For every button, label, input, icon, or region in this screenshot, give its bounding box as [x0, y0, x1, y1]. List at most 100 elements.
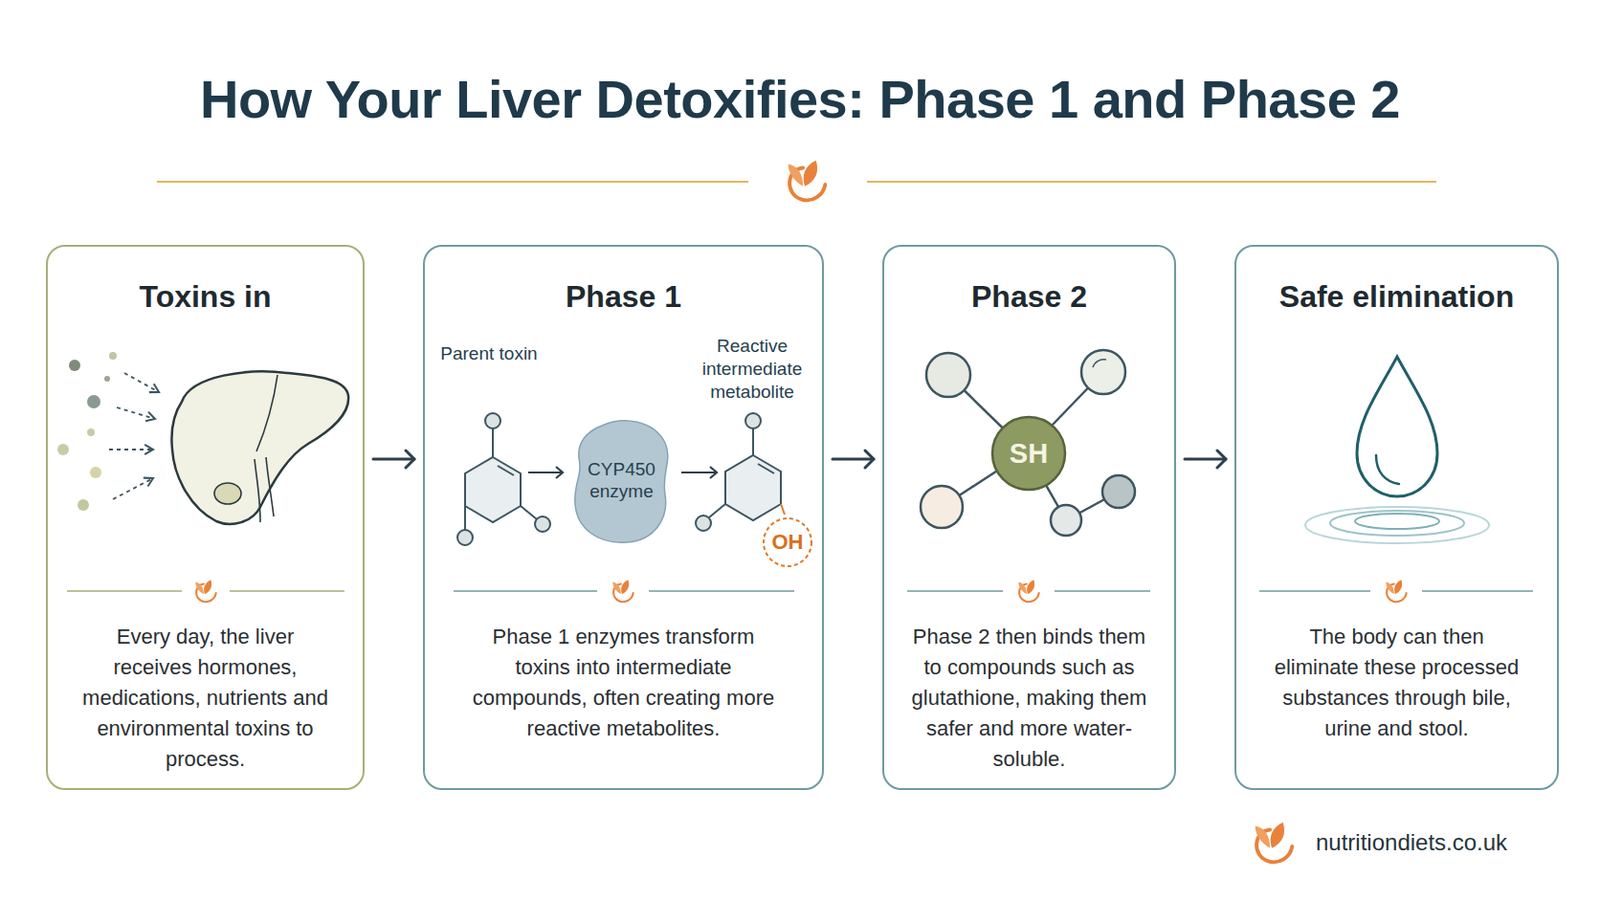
illustration-part — [485, 413, 501, 429]
illustration-part — [745, 413, 761, 429]
toxin-dots — [57, 352, 117, 512]
illustration-part — [1259, 590, 1371, 593]
box-body: The body can then eliminate these proces… — [1265, 622, 1529, 745]
flow-arrow — [373, 450, 415, 468]
shape-label: SH — [1009, 437, 1048, 471]
box-heading: Safe elimination — [1245, 277, 1548, 316]
illustration-part — [214, 483, 242, 505]
part-label: Parent toxin — [431, 342, 547, 366]
illustration-part — [457, 530, 473, 546]
illustration-part — [926, 353, 971, 398]
atom-circle: SH — [990, 415, 1067, 492]
illustration-part — [1330, 511, 1465, 536]
box-heading: Phase 1 — [434, 277, 813, 316]
illustration-part — [709, 504, 726, 518]
box-body: Phase 2 then binds them to compounds suc… — [905, 622, 1154, 776]
illustration-part — [89, 466, 102, 479]
title: How Your Liver Detoxifies: Phase 1 and P… — [95, 65, 1505, 134]
illustration-part — [1054, 590, 1151, 593]
illustration-part — [195, 579, 216, 602]
illustration-part — [373, 458, 415, 462]
shape-label: CYP450 enzyme — [584, 459, 660, 504]
atom-circle: OH — [761, 516, 814, 569]
process-box: Phase 1 Phase 1 enzymes transform toxins … — [422, 244, 824, 791]
illustration-part — [66, 590, 182, 593]
illustration-part — [1050, 505, 1082, 536]
metabolite-molecule — [695, 413, 785, 532]
illustration-part — [1305, 507, 1489, 544]
illustration-part — [109, 373, 159, 500]
shape-label: OH — [772, 530, 804, 556]
illustration-part — [555, 466, 563, 479]
illustration-part — [87, 428, 95, 437]
illustration-part — [453, 590, 1534, 593]
illustration-part — [254, 459, 261, 523]
illustration-part — [1356, 356, 1438, 497]
illustration-part — [865, 450, 874, 468]
illustration-part — [725, 455, 781, 521]
illustration-part — [229, 590, 345, 593]
flow-arrow — [832, 450, 874, 468]
illustration-part — [1355, 513, 1440, 530]
illustration-part — [453, 590, 598, 593]
text-holder: CYP450 enzyme — [573, 418, 670, 545]
water-drop — [1305, 356, 1489, 544]
illustration-part — [1217, 450, 1226, 468]
illustration-part — [1092, 359, 1107, 368]
illustration-part — [1184, 458, 1226, 462]
shape-fill — [763, 518, 812, 567]
illustration-part — [109, 448, 154, 451]
illustration-part — [109, 352, 117, 360]
illustration-part — [1081, 350, 1126, 395]
illustration-part — [710, 466, 717, 479]
box-heading: Phase 2 — [893, 277, 1165, 316]
illustration-part — [681, 471, 717, 474]
illustration-part — [1422, 590, 1534, 593]
illustration-part — [534, 516, 551, 533]
glutathione-molecule — [920, 350, 1135, 536]
illustration-part — [112, 478, 154, 500]
illustration-part — [104, 376, 111, 382]
flow-arrow — [1184, 450, 1226, 468]
illustration-part — [780, 504, 785, 515]
illustration-part — [464, 506, 467, 531]
parent-toxin-molecule — [457, 413, 551, 546]
process-box: Phase 2 Phase 2 then binds them to compou… — [882, 244, 1177, 791]
illustration-part — [57, 444, 69, 456]
liver-illustration — [171, 372, 349, 525]
illustration-part — [920, 486, 963, 529]
shape-fill — [575, 421, 668, 543]
illustration-part — [1376, 455, 1400, 485]
illustration-part — [832, 458, 874, 462]
box-body: Every day, the liver receives hormones, … — [76, 622, 334, 776]
box-body: Phase 1 enzymes transform toxins into in… — [463, 622, 784, 745]
illustration-part — [1255, 822, 1293, 864]
illustration-part — [87, 395, 101, 409]
illustration-part — [1385, 579, 1406, 602]
illustration-part — [266, 457, 274, 517]
illustration-part — [528, 471, 563, 474]
illustration-part — [695, 515, 712, 532]
illustration-part — [491, 428, 494, 458]
illustration-part — [757, 464, 775, 474]
process-box: Toxins in Every day, the liver receives h… — [45, 244, 365, 791]
illustration-part — [171, 372, 349, 525]
text-holder: SH — [990, 415, 1067, 492]
illustration-part — [156, 180, 749, 183]
part-label: Reactive intermediate metabolite — [675, 334, 829, 404]
illustration-part — [752, 428, 755, 456]
illustration-part — [405, 450, 415, 468]
illustration-part — [68, 359, 81, 372]
illustration-part — [866, 180, 1437, 183]
illustration-part — [465, 457, 521, 523]
illustration-part — [788, 160, 826, 201]
illustration-part — [77, 499, 89, 512]
illustration-part — [612, 579, 633, 602]
box-heading: Toxins in — [57, 277, 354, 316]
illustration-part — [256, 375, 278, 452]
illustration-part — [520, 506, 537, 520]
website-label: nutritiondiets.co.uk — [1315, 828, 1584, 858]
illustration-part — [907, 590, 1003, 593]
illustration-part — [1102, 475, 1135, 509]
text-holder: OH — [761, 516, 814, 569]
